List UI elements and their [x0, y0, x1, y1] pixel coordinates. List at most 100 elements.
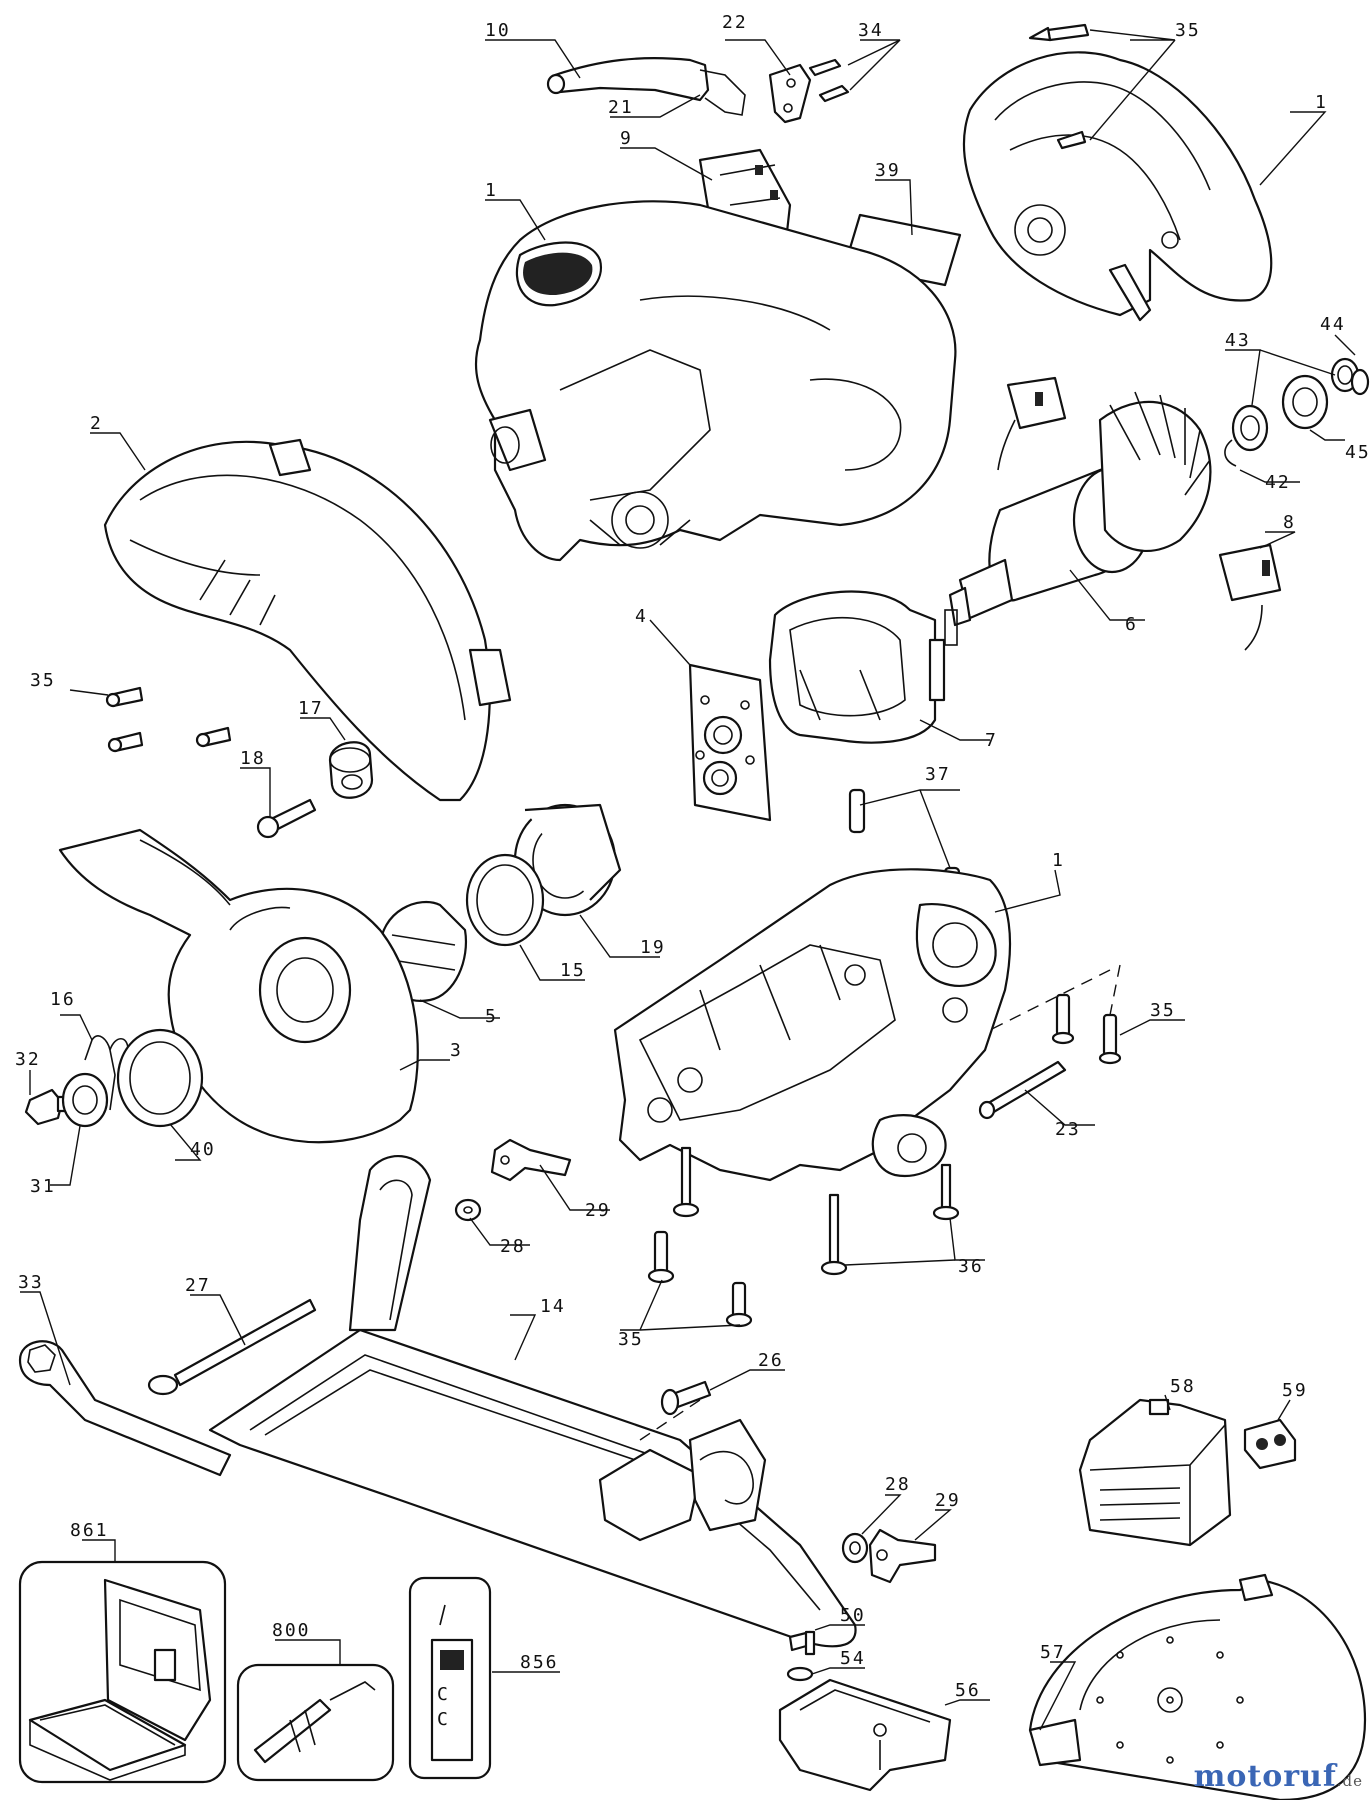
cord-protector-part: [546, 57, 746, 116]
leader-17: [300, 717, 346, 741]
leader-33: [20, 1291, 71, 1386]
leader-1-main: [485, 199, 546, 241]
label-27: 27: [185, 1275, 211, 1296]
screws-35-lower: [647, 1230, 753, 1328]
label-28: 28: [500, 1236, 526, 1257]
label-16: 16: [50, 989, 76, 1010]
label-1: 1: [1315, 92, 1328, 113]
label-50: 50: [840, 1605, 866, 1626]
main-motor-housing: [474, 200, 957, 562]
screws-left-middle: [105, 686, 232, 753]
label-8: 8: [1283, 512, 1296, 533]
leaders-16-32-31-40: [29, 1014, 202, 1186]
label-4: 4: [635, 606, 648, 627]
label-23: 23: [1055, 1119, 1081, 1140]
leader-57: [1039, 1661, 1077, 1731]
leader-3: [399, 1059, 450, 1071]
label-33: 33: [18, 1272, 44, 1293]
leaders-28-29-lower: [861, 1494, 952, 1541]
svg-text:C: C: [437, 1684, 450, 1705]
label-31: 31: [30, 1176, 56, 1197]
bearing-group: [1224, 357, 1370, 467]
label-39: 39: [875, 160, 901, 181]
label-43: 43: [1225, 330, 1251, 351]
carrying-case-861: [18, 1560, 227, 1784]
label-800: 800: [272, 1620, 311, 1641]
dust-shroud-57: [1028, 1573, 1367, 1800]
leaders-top-left: [485, 39, 701, 118]
washer-54: [786, 1666, 814, 1682]
label-58: 58: [1170, 1376, 1196, 1397]
watermark: motoruf.de: [1194, 1759, 1363, 1794]
label-18: 18: [240, 748, 266, 769]
brush-holder-top: [997, 376, 1067, 471]
label-45: 45: [1345, 442, 1371, 463]
label-10: 10: [485, 20, 511, 41]
pivot-pin-27: [147, 1298, 317, 1396]
ring-15: [465, 853, 545, 947]
leader-5: [419, 999, 500, 1019]
label-1: 1: [1052, 850, 1065, 871]
watermark-text: motoruf: [1193, 1759, 1337, 1794]
leader-14: [510, 1314, 537, 1361]
knob-29-lower: [868, 1528, 937, 1584]
label-861: 861: [70, 1520, 109, 1541]
label-21: 21: [608, 97, 634, 118]
label-57: 57: [1040, 1642, 1066, 1663]
leaders-19-15: [519, 914, 660, 981]
washer-28-lower: [841, 1532, 869, 1564]
leaders-50-54-56: [811, 1624, 990, 1706]
screw-18: [256, 798, 317, 839]
label-856: 856: [520, 1652, 559, 1673]
screw-50: [788, 1630, 816, 1656]
blade-wrench: [18, 1340, 232, 1477]
label-42: 42: [1265, 472, 1291, 493]
leader-37: [859, 789, 960, 869]
rod-23: [978, 1060, 1067, 1120]
leader-1-bottom: [994, 869, 1061, 913]
leader-39: [875, 179, 913, 236]
label-19: 19: [640, 937, 666, 958]
label-35: 35: [1175, 20, 1201, 41]
leader-800: [275, 1639, 341, 1665]
leader-58: [1164, 1394, 1171, 1411]
screw-26: [660, 1380, 712, 1416]
screws-36: [672, 1146, 960, 1276]
screws-right-35: [989, 964, 1122, 1065]
bearing-plate-part: [688, 663, 772, 822]
spacer-part: [328, 741, 374, 799]
label-14: 14: [540, 1296, 566, 1317]
field-part: [768, 590, 946, 744]
label-5: 5: [485, 1006, 498, 1027]
upper-blade-guard: [103, 438, 512, 802]
label-40: 40: [190, 1139, 216, 1160]
leaders-42-45: [1225, 334, 1356, 483]
label-3: 3: [450, 1040, 463, 1061]
label-9: 9: [620, 128, 633, 149]
leader-861: [82, 1539, 116, 1562]
leader-18: [240, 767, 271, 818]
leader-26: [709, 1369, 785, 1391]
washer-40: [116, 1028, 204, 1128]
label-1: 1: [485, 180, 498, 201]
svg-text:C: C: [437, 1709, 450, 1730]
leader-36: [844, 1217, 985, 1266]
watermark-suffix: .de: [1336, 1772, 1363, 1790]
label-28: 28: [885, 1474, 911, 1495]
label-34: 34: [858, 20, 884, 41]
leader-7: [919, 719, 990, 741]
label-56: 56: [955, 1680, 981, 1701]
label-29: 29: [585, 1200, 611, 1221]
label-22: 22: [722, 12, 748, 33]
label-44: 44: [1320, 314, 1346, 335]
washer-31: [61, 1072, 109, 1128]
armature-part: [944, 391, 1212, 646]
leader-8: [1259, 531, 1296, 549]
label-6: 6: [1125, 614, 1138, 635]
label-2: 2: [90, 413, 103, 434]
cord-clamp-part: [768, 58, 850, 124]
leader-35-lower: [620, 1279, 741, 1331]
leaders-28-29-upper: [469, 1164, 610, 1246]
lower-blade-guard: [58, 828, 419, 1144]
